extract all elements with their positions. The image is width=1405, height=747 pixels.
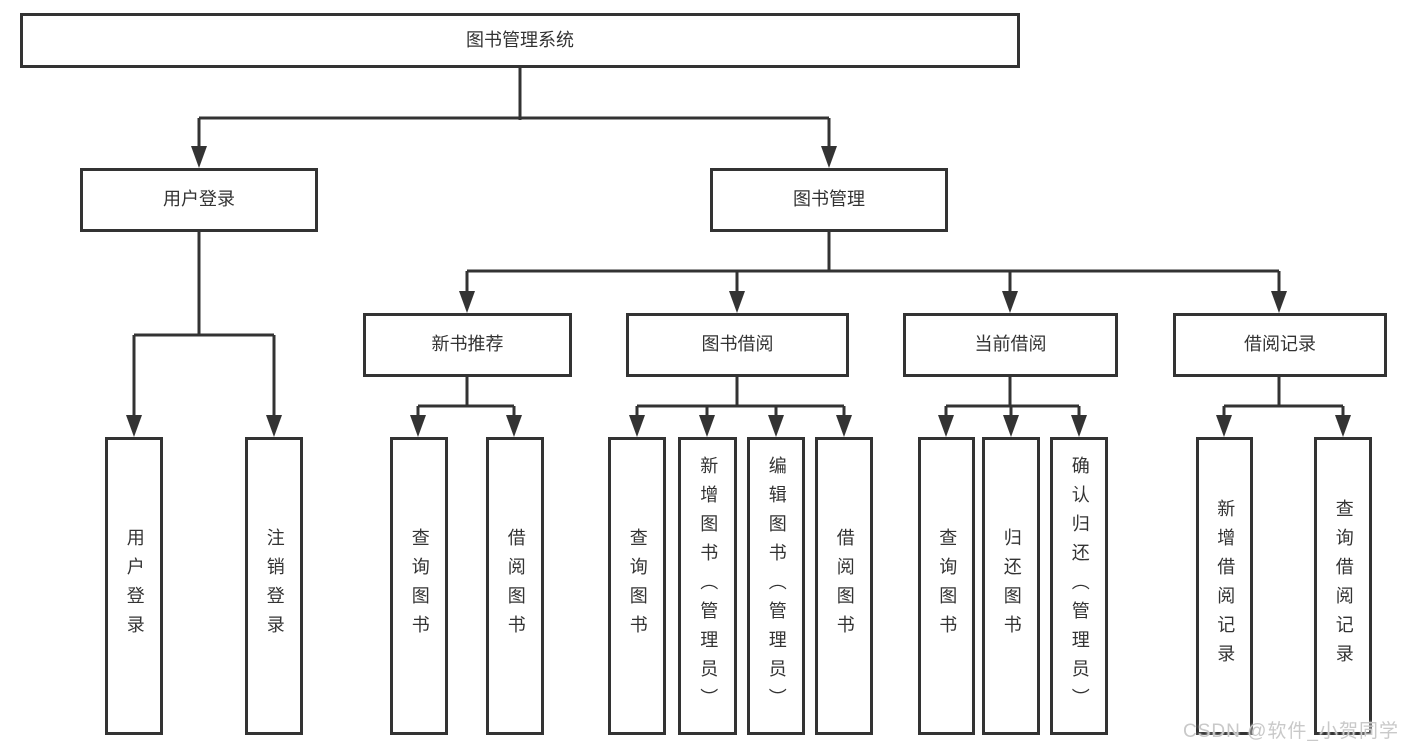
node-borrow-edit-books-admin: 编辑图书（管理员） <box>747 437 805 735</box>
node-newrec-borrow-books: 借阅图书 <box>486 437 544 735</box>
node-borrow-query-books: 查询图书 <box>608 437 666 735</box>
node-book-management: 图书管理 <box>710 168 948 232</box>
node-login: 用户登录 <box>105 437 163 735</box>
watermark: CSDN @软件_小贺同学 <box>1183 721 1399 742</box>
node-book-borrowing: 图书借阅 <box>626 313 849 377</box>
node-borrowing-records: 借阅记录 <box>1173 313 1387 377</box>
node-new-book-recommendation: 新书推荐 <box>363 313 572 377</box>
node-user-login: 用户登录 <box>80 168 318 232</box>
node-library-management-system: 图书管理系统 <box>20 13 1020 68</box>
node-current-query-books: 查询图书 <box>918 437 975 735</box>
node-current-return-books: 归还图书 <box>982 437 1040 735</box>
node-records-query-record: 查询借阅记录 <box>1314 437 1372 735</box>
node-borrow-add-books-admin: 新增图书（管理员） <box>678 437 737 735</box>
node-logout: 注销登录 <box>245 437 303 735</box>
node-borrow-borrow-books: 借阅图书 <box>815 437 873 735</box>
node-current-confirm-return-admin: 确认归还（管理员） <box>1050 437 1108 735</box>
node-records-add-record: 新增借阅记录 <box>1196 437 1253 735</box>
node-newrec-query-books: 查询图书 <box>390 437 448 735</box>
node-current-borrowing: 当前借阅 <box>903 313 1118 377</box>
